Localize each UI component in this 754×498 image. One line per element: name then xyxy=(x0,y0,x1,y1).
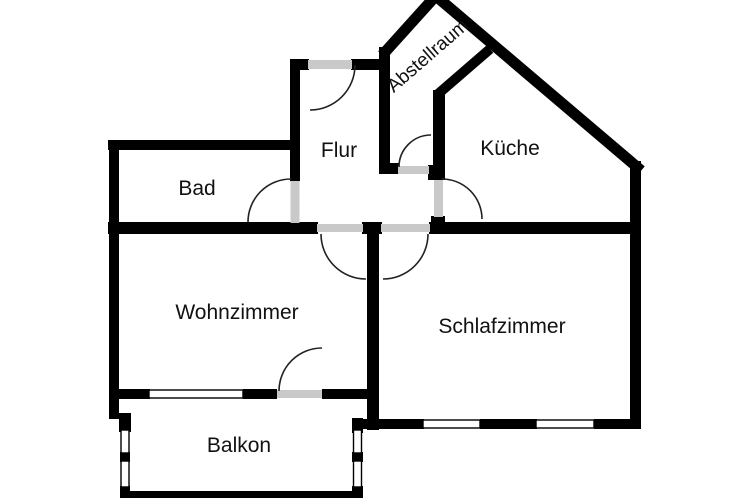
wall-segment xyxy=(243,389,277,399)
doors-group xyxy=(277,60,443,398)
room-label-flur: Flur xyxy=(321,139,357,162)
wall-segment xyxy=(379,163,399,174)
door-entrance xyxy=(308,60,352,69)
wall-diagonal-inner xyxy=(434,45,494,98)
wall-segment xyxy=(108,222,318,234)
door-arc-wohnzimmer xyxy=(320,233,367,280)
wall-segment xyxy=(290,59,300,181)
windows-group xyxy=(120,389,595,488)
door-abstellraum xyxy=(398,166,429,174)
window-balkon-left-2 xyxy=(120,460,130,488)
wall-diagonal-left xyxy=(378,0,440,59)
room-label-schlafzimmer: Schlafzimmer xyxy=(438,315,565,338)
window-balkon-right-1 xyxy=(352,429,363,454)
window-balkon-right-2 xyxy=(352,460,363,488)
wall-segment xyxy=(108,140,300,150)
wall-segment xyxy=(322,389,379,399)
wall-segment xyxy=(630,161,641,429)
window-balkon-left-1 xyxy=(120,429,130,454)
door-arcs-group xyxy=(247,64,483,392)
window-schlafzimmer-1 xyxy=(422,419,481,429)
room-label-balkon: Balkon xyxy=(207,434,271,457)
room-label-kueche: Küche xyxy=(480,137,540,160)
door-kueche xyxy=(434,180,443,217)
room-label-bad: Bad xyxy=(178,177,215,200)
wall-segment xyxy=(109,140,119,419)
door-arc-abstellraum xyxy=(398,134,432,168)
wall-segment xyxy=(352,486,363,498)
door-bad xyxy=(290,181,300,223)
walls-group xyxy=(108,0,645,498)
wall-segment xyxy=(351,59,383,70)
wall-segment xyxy=(352,418,363,433)
door-arc-kueche xyxy=(441,178,483,220)
wall-segment xyxy=(594,419,641,429)
door-arc-entrance xyxy=(309,64,356,111)
wall-segment xyxy=(367,234,379,430)
window-wohnzimmer xyxy=(148,389,244,399)
wall-segment xyxy=(428,165,445,180)
wall-segment xyxy=(362,222,382,234)
door-balkon xyxy=(277,390,322,398)
wall-segment xyxy=(429,222,641,234)
wall-segment xyxy=(120,452,130,462)
wall-segment xyxy=(109,389,150,399)
wall-segment xyxy=(379,47,390,165)
wall-segment xyxy=(433,90,445,180)
door-schlafzimmer xyxy=(381,224,430,232)
door-arc-schlafzimmer xyxy=(382,233,429,280)
door-wohnzimmer xyxy=(317,224,363,232)
room-label-abstellraum: Abstellraum xyxy=(383,15,472,97)
wall-diagonal-right xyxy=(432,0,645,175)
wall-segment xyxy=(363,419,424,429)
window-schlafzimmer-2 xyxy=(535,419,595,429)
room-label-wohnzimmer: Wohnzimmer xyxy=(175,301,298,324)
wall-segment xyxy=(480,419,537,429)
wall-segment xyxy=(120,491,363,498)
wall-segment xyxy=(119,413,131,432)
door-arc-balkon xyxy=(278,347,323,392)
wall-segment xyxy=(352,452,363,462)
door-arc-bad xyxy=(247,178,292,223)
